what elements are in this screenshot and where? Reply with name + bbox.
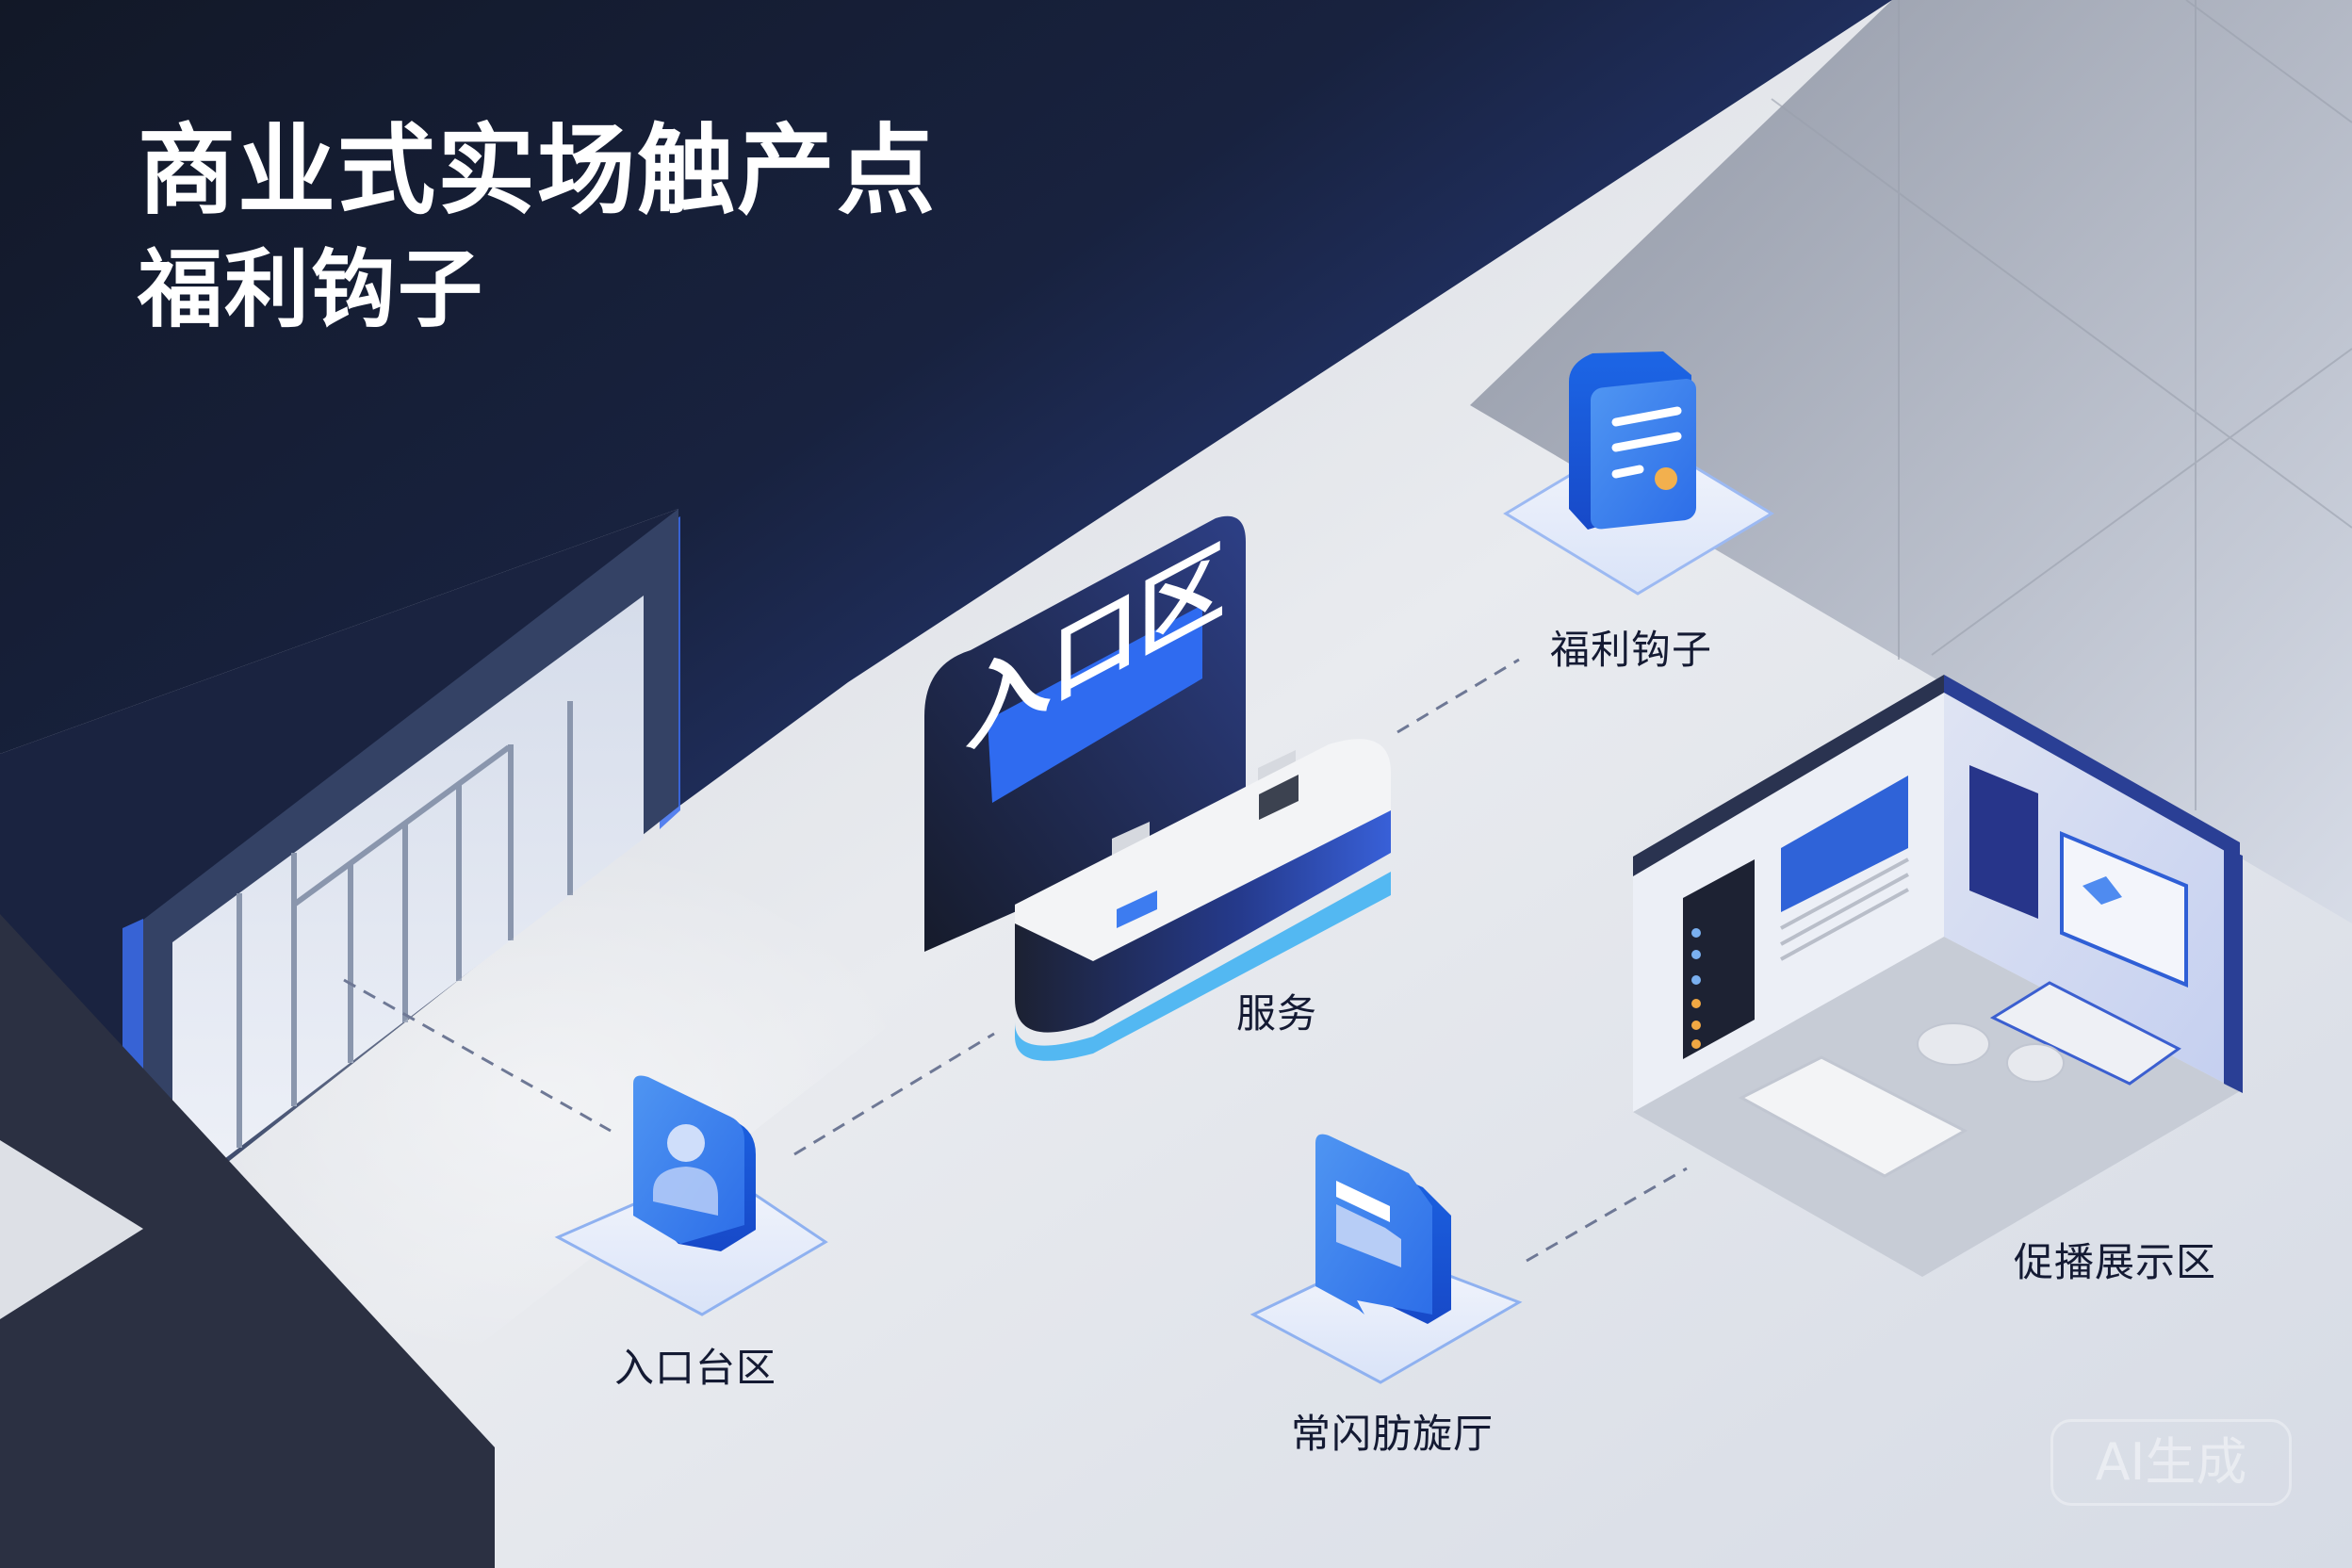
title-sub: 福利钩子 bbox=[138, 240, 484, 339]
title-main: 商业式实场触产点 bbox=[138, 113, 938, 228]
page-title: 商业式实场触产点 福利钩子 bbox=[138, 111, 937, 347]
sign-panel bbox=[988, 605, 1202, 803]
label-reception: 服务 bbox=[1236, 990, 1318, 1037]
reception-desk bbox=[1015, 739, 1391, 1061]
dark-ceiling bbox=[0, 0, 1892, 807]
dark-floor-block bbox=[0, 914, 495, 1568]
entrance-door bbox=[143, 509, 923, 1366]
label-lobby: 常闪肪旋厅 bbox=[1291, 1411, 1494, 1457]
floor-strip bbox=[0, 1140, 143, 1319]
user-badge-icon bbox=[554, 1075, 828, 1316]
wall-panel-lines bbox=[1771, 0, 2352, 810]
back-wall-right bbox=[1470, 0, 2352, 923]
chat-bubble-icon bbox=[1250, 1134, 1523, 1384]
exhibition-booth bbox=[1633, 675, 2243, 1277]
dashed-connectors bbox=[343, 658, 1688, 1263]
ai-watermark: AI生成 bbox=[2050, 1419, 2292, 1506]
label-showcase: 促播展示区 bbox=[2014, 1239, 2217, 1285]
label-welfare: 福利钩子 bbox=[1550, 627, 1713, 673]
document-icon bbox=[1503, 351, 1774, 596]
label-entrance: 入口台区 bbox=[614, 1345, 777, 1391]
